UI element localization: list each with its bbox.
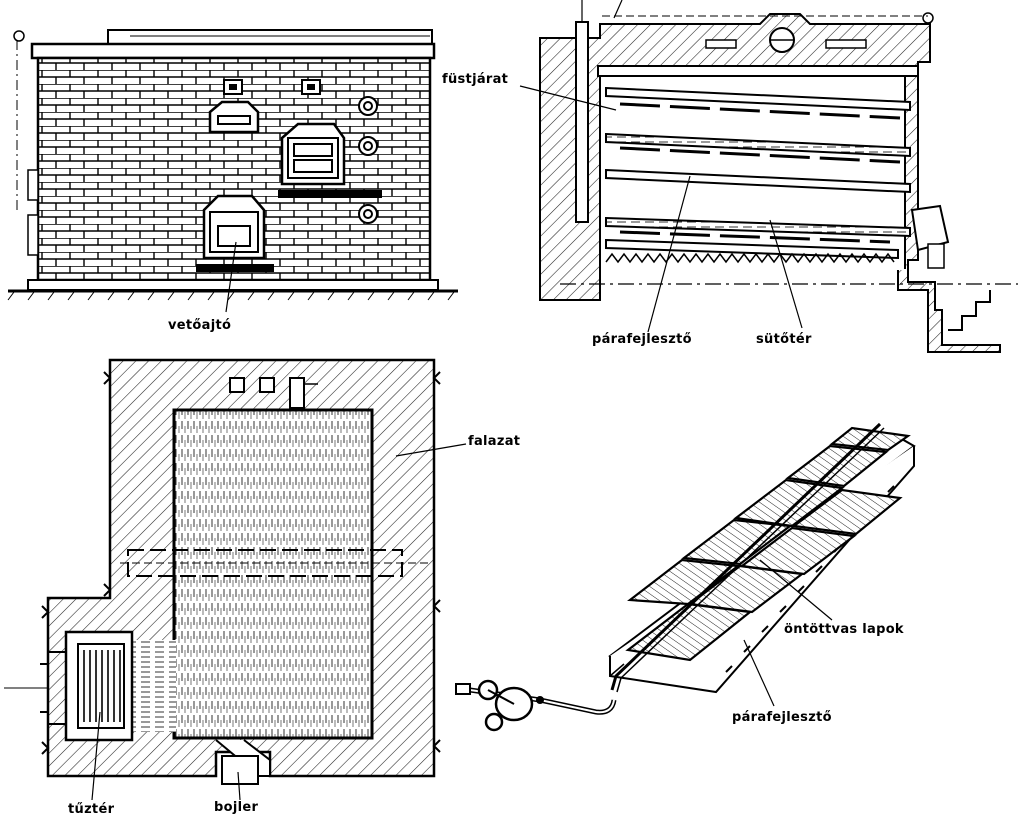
label-firebox: tűztér bbox=[68, 802, 115, 817]
front-elevation bbox=[7, 29, 458, 313]
vertical-section bbox=[519, 0, 1018, 353]
plan-view bbox=[4, 358, 467, 801]
label-steam-generator-bottom: párafejlesztő bbox=[732, 710, 832, 725]
label-masonry: falazat bbox=[468, 434, 521, 449]
label-flue-channel: füstjárat bbox=[442, 72, 509, 87]
label-steam-generator-top: párafejlesztő bbox=[592, 332, 692, 347]
label-loading-door: vetőajtó bbox=[168, 318, 232, 333]
label-baking-chamber: sütőtér bbox=[756, 332, 812, 347]
steam-generator-isometric bbox=[455, 422, 916, 732]
label-boiler: bojler bbox=[214, 800, 259, 815]
label-cast-iron-plates: öntöttvas lapok bbox=[784, 622, 904, 637]
